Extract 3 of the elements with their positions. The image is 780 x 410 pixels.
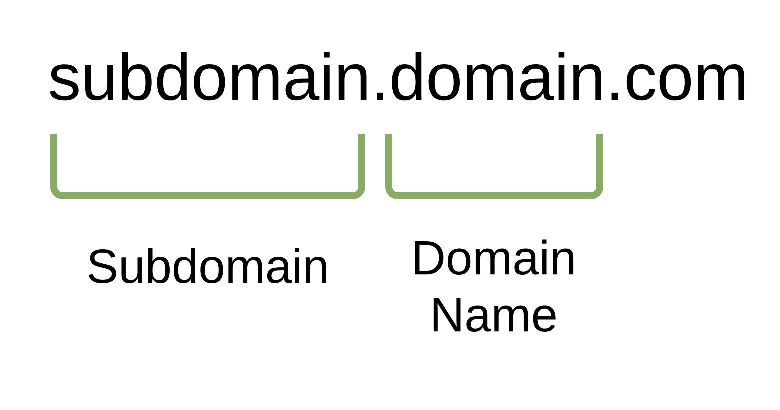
bracket-label: Domain Name: [415, 240, 574, 332]
bracket-label: Subdomain: [88, 248, 326, 284]
url-text: subdomain.domain.com: [50, 52, 744, 101]
